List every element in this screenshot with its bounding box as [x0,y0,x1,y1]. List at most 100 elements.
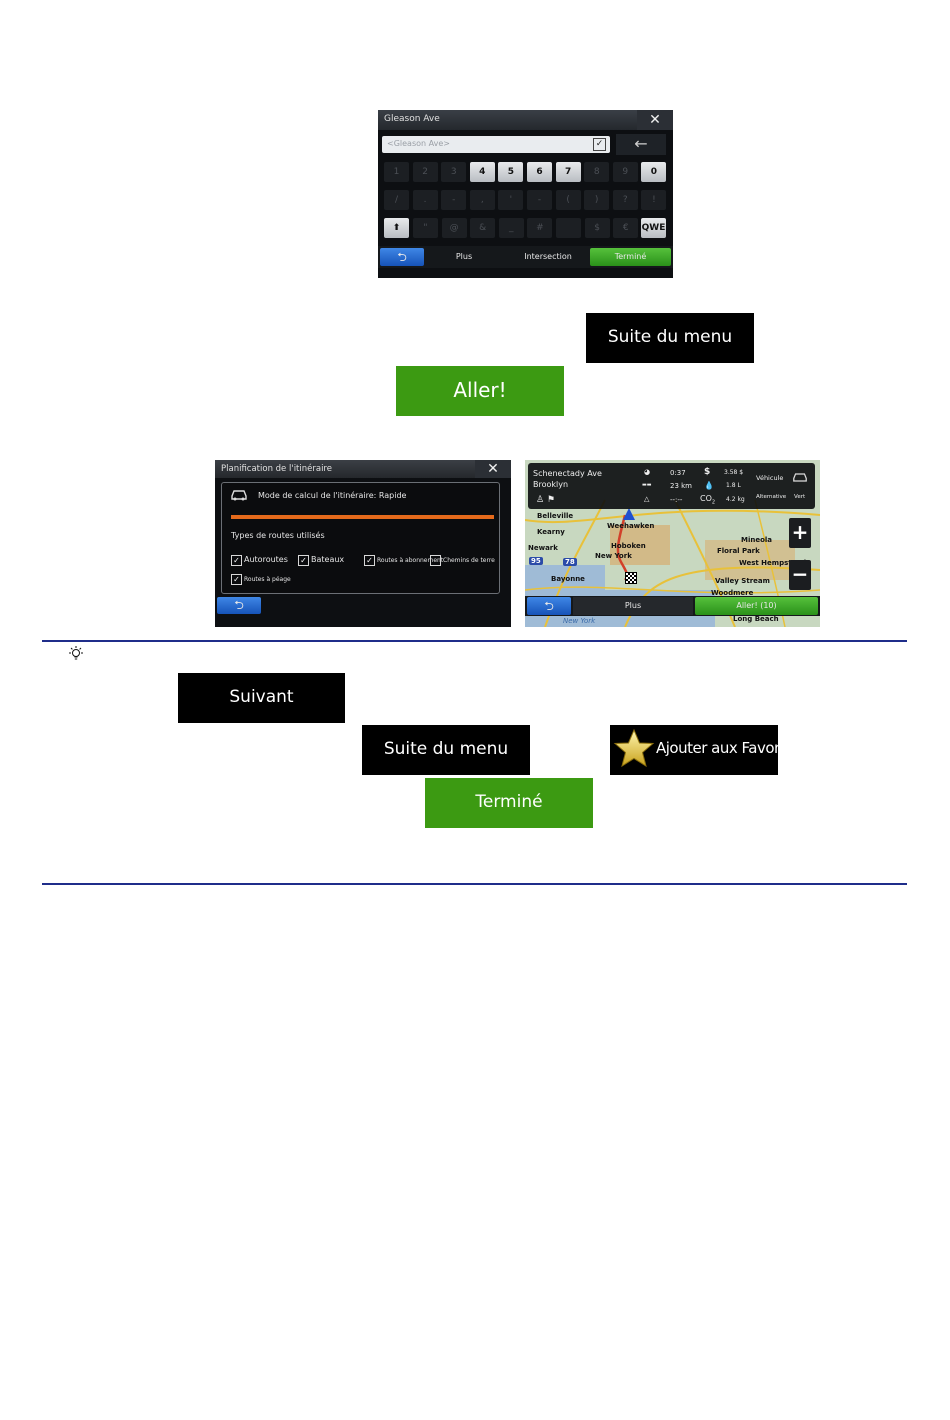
digit-key[interactable]: 2 [412,162,438,182]
suite-du-menu-button[interactable]: Suite du menu [586,313,754,363]
digit-key[interactable]: 7 [555,162,581,182]
zoom-out-button[interactable]: − [789,560,811,590]
add-favorites-button[interactable]: Ajouter aux Favoris [610,725,791,775]
symbol-key[interactable]: ' [498,190,524,210]
keyboard-title: Gleason Ave [384,114,440,124]
town-label: Belleville [537,512,574,520]
checked-checkbox[interactable]: ✓ [231,555,242,566]
trip-fuel: 1.8 L [726,482,741,489]
digit-key[interactable]: 5 [498,162,524,182]
go-button[interactable]: Aller! (10) [695,597,818,615]
map-bottom-bar: ⮌ Plus Aller! (10) [525,596,820,616]
street-input[interactable]: <Gleason Ave> ✓ [382,136,610,153]
digit-key[interactable]: 1 [384,162,409,182]
trip-co2: 4.2 kg [726,496,745,503]
digit-key[interactable]: 9 [612,162,638,182]
symbol-key[interactable]: - [527,190,552,210]
checkbox-icon[interactable]: ✓ [593,138,606,151]
urban-area [705,540,795,580]
checked-checkbox[interactable]: ✓ [364,555,375,566]
symbol-key[interactable]: _ [498,218,524,238]
star-icon [613,728,655,768]
symbol-key[interactable]: ) [584,190,610,210]
intersection-button[interactable]: Intersection [524,252,572,261]
route-settings-panel: Mode de calcul de l'itinéraire: Rapide T… [221,482,500,594]
vehicle-label[interactable]: Véhicule [756,474,784,482]
route-mode-label[interactable]: Mode de calcul de l'itinéraire: Rapide [258,491,407,500]
symbol-key[interactable]: " [413,218,438,238]
town-label: Kearny [537,528,565,536]
symbol-key[interactable]: # [527,218,553,238]
alternative-label[interactable]: Alternative [756,494,787,500]
symbol-key[interactable]: ! [641,190,667,210]
eta-icon: △ [644,495,650,503]
road-types-label: Types de routes utilisés [231,531,325,540]
symbol-key[interactable]: € [613,218,639,238]
close-icon[interactable]: ✕ [637,110,673,130]
road-type-label: Chemins de terre [443,557,495,564]
symbol-key[interactable]: ? [612,190,638,210]
back-button[interactable]: ⮌ [217,597,261,614]
town-label: Bayonne [551,575,585,583]
symbol-key[interactable]: ( [555,190,581,210]
road-type-label: Routes à abonnement [377,557,444,564]
checked-checkbox[interactable]: ✓ [298,555,309,566]
plus-button[interactable]: Plus [455,252,473,261]
car-icon [793,473,807,482]
termine-button[interactable]: Terminé [425,778,593,828]
back-button[interactable]: ⮌ [380,248,424,266]
waypoint-icons: ♙ ⚑ [536,495,555,505]
symbol-key[interactable]: . [412,190,438,210]
route-title: Planification de l'itinéraire [221,464,332,474]
add-favorites-label: Ajouter aux Favoris [656,739,791,757]
close-icon[interactable]: ✕ [475,460,511,478]
trip-distance: 23 km [670,482,693,490]
tip-bottom-rule [42,883,907,885]
digit-key[interactable]: 6 [527,162,552,182]
backspace-key[interactable]: ← [616,134,666,155]
unchecked-checkbox[interactable] [430,555,441,566]
dollar-icon: $ [704,467,711,477]
car-icon [231,490,247,501]
digit-key[interactable]: 0 [641,162,667,182]
digit-key[interactable]: 8 [584,162,610,182]
suivant-button[interactable]: Suivant [178,673,345,723]
town-label: New York [563,617,596,625]
digit-key[interactable]: 3 [441,162,467,182]
green-label[interactable]: Vert [794,494,806,500]
symbol-key[interactable]: @ [441,218,467,238]
symbol-key[interactable]: - [441,190,467,210]
digit-key[interactable]: 4 [469,162,495,182]
fuel-icon: 💧 [704,481,714,490]
lightbulb-icon [69,646,83,660]
town-label: West Hempstead [739,559,807,567]
checked-checkbox[interactable]: ✓ [231,574,242,585]
zoom-in-button[interactable]: + [789,518,811,548]
town-label: Hoboken [611,542,646,550]
plus-button[interactable]: Plus [573,597,693,615]
symbol-key[interactable]: $ [584,218,610,238]
keyboard-bottom-bar: ⮌ Plus Intersection Terminé [378,246,673,268]
position-arrow-icon [623,508,635,520]
back-button[interactable]: ⮌ [527,597,571,615]
symbol-key[interactable]: & [470,218,496,238]
clock-icon: ◕ [644,468,651,476]
road-type-label: Routes à péage [244,576,291,583]
distance-icon: ▬▬ [642,482,652,488]
road-type-label: Bateaux [311,555,345,564]
symbol-key[interactable]: / [384,190,409,210]
aller-button[interactable]: Aller! [396,366,564,416]
town-label: Newark [528,544,558,552]
symbol-key[interactable] [556,218,581,238]
route-planning-screen: Planification de l'itinéraire ✕ Mode de … [215,460,511,627]
qwe-key[interactable]: QWE [641,218,666,238]
tip-top-rule [42,640,907,642]
done-button[interactable]: Terminé [590,248,671,266]
symbol-key[interactable]: , [469,190,495,210]
street-name: Schenectady Ave [533,469,602,478]
co2-text: CO [700,494,712,503]
shift-key[interactable]: ⬆ [384,218,409,238]
suite-du-menu-button-2[interactable]: Suite du menu [362,725,530,775]
